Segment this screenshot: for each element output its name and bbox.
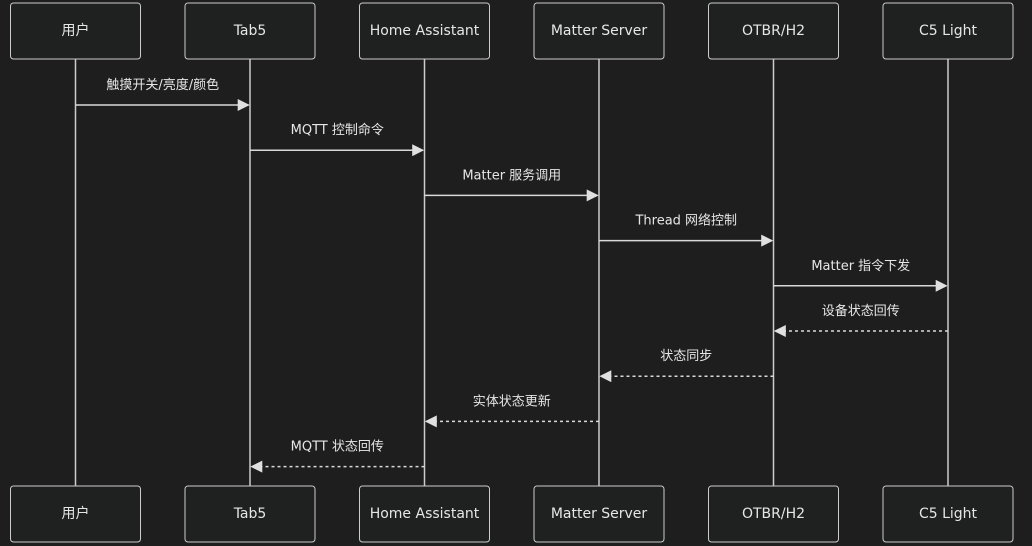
message-label: Thread 网络控制 [634, 213, 737, 229]
actors-top: 用户 Tab5 Home Assistant Matter Server OTBR/H2… [10, 2, 1014, 60]
message-3: Matter 服务调用 [424, 167, 599, 202]
message-2: MQTT 控制命令 [250, 122, 425, 157]
participant-top-matter: Matter Server [533, 2, 665, 60]
participant-top-ha: Home Assistant [359, 2, 490, 60]
participant-box [708, 2, 839, 60]
participant-label: OTBR/H2 [742, 23, 805, 39]
participant-box [359, 2, 490, 60]
message-6: 设备状态回传 [773, 303, 948, 337]
participant-label: Matter Server [551, 23, 648, 39]
message-label: 状态同步 [660, 349, 712, 364]
participant-label: OTBR/H2 [742, 506, 805, 522]
participant-box [10, 2, 141, 60]
participant-label: Matter Server [551, 506, 648, 522]
participant-bottom-matter: Matter Server [533, 485, 665, 543]
message-label: 实体状态更新 [473, 393, 551, 409]
message-1: 触摸开关/亮度/颜色 [75, 77, 250, 111]
participant-box [359, 485, 490, 543]
actors-bottom: 用户 Tab5 Home Assistant Matter Server OTBR/H2… [10, 485, 1014, 543]
message-9: MQTT 状态回传 [250, 440, 425, 473]
message-label: MQTT 状态回传 [291, 440, 384, 455]
message-label: 设备状态回传 [822, 303, 900, 319]
message-label: Matter 服务调用 [462, 167, 561, 183]
message-5: Matter 指令下发 [773, 258, 948, 292]
messages: 触摸开关/亮度/颜色 MQTT 控制命令 Matter 服务调用 Thread 网络控… [75, 77, 948, 473]
lifelines [74, 59, 949, 486]
participant-bottom-c5: C5 Light [882, 485, 1014, 543]
participant-top-user: 用户 [10, 2, 141, 60]
message-label: Matter 指令下发 [811, 258, 910, 274]
participant-top-c5: C5 Light [882, 2, 1014, 60]
message-4: Thread 网络控制 [599, 213, 774, 247]
participant-bottom-user: 用户 [10, 485, 141, 543]
participant-label: Home Assistant [370, 23, 480, 39]
participant-label: 用户 [62, 505, 90, 522]
participant-bottom-otbr: OTBR/H2 [708, 485, 839, 543]
message-8: 实体状态更新 [424, 393, 599, 428]
participant-label: Home Assistant [370, 506, 480, 522]
message-label: 触摸开关/亮度/颜色 [106, 77, 219, 93]
participant-bottom-ha: Home Assistant [359, 485, 490, 543]
participant-box [184, 485, 316, 543]
participant-box [533, 485, 665, 543]
participant-box [882, 2, 1014, 60]
participant-top-otbr: OTBR/H2 [708, 2, 839, 60]
participant-box [708, 485, 839, 543]
participant-label: C5 Light [919, 506, 978, 522]
participant-box [184, 2, 316, 60]
participant-box [533, 2, 665, 60]
participant-box [10, 485, 141, 543]
message-label: MQTT 控制命令 [291, 122, 384, 138]
participant-label: 用户 [62, 22, 90, 39]
participant-box [882, 485, 1014, 543]
participant-bottom-tab5: Tab5 [184, 485, 316, 543]
message-7: 状态同步 [599, 349, 774, 383]
participant-label: Tab5 [233, 23, 267, 39]
participant-top-tab5: Tab5 [184, 2, 316, 60]
participant-label: Tab5 [233, 506, 267, 522]
participant-label: C5 Light [919, 23, 978, 39]
